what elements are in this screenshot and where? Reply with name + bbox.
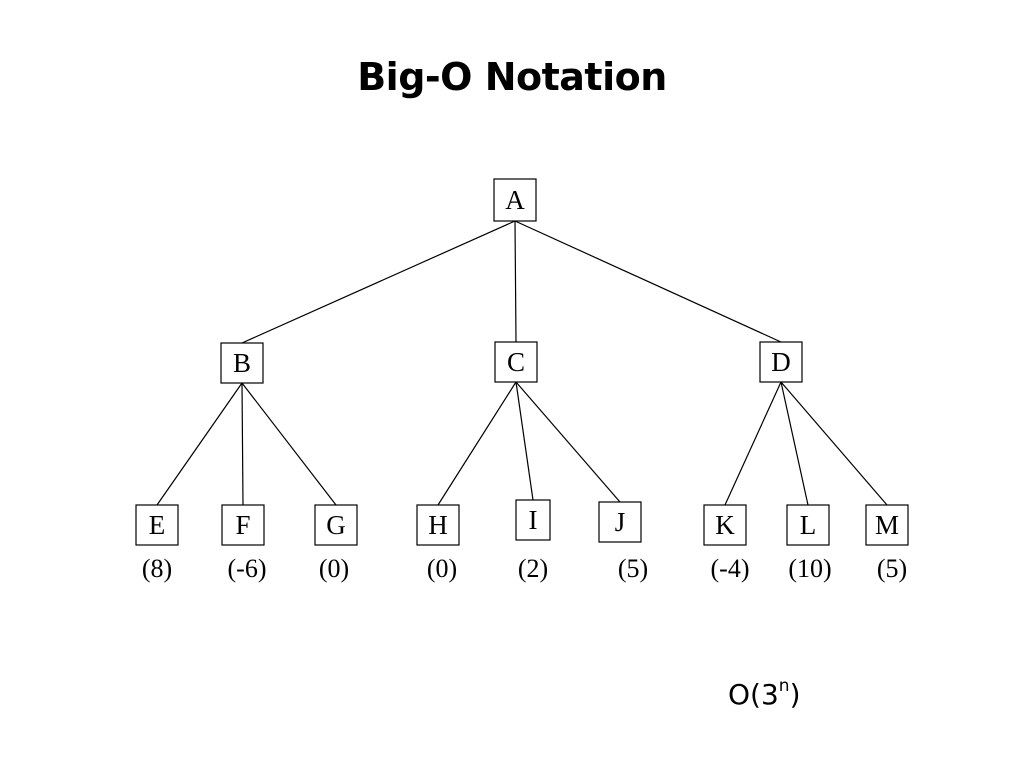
slide-title: Big-O Notation [357,55,667,99]
leaf-value-e: (8) [142,554,172,583]
tree-node-e: E [135,504,179,546]
node-label: C [507,347,525,377]
node-box [703,504,747,546]
edge-d-l [780,381,809,506]
node-label: H [428,510,448,540]
edge-b-e [156,382,243,506]
leaf-value-i: (2) [518,554,548,583]
node-box [221,504,265,546]
tree-node-a: A [493,178,537,222]
leaf-value-f: (-6) [228,554,267,583]
node-label: M [875,510,899,540]
tree-node-l: L [786,504,830,546]
edge-a-d [514,220,782,343]
node-box [865,504,909,546]
node-box [135,504,179,546]
tree-node-j: J [598,501,642,543]
edge-c-j [515,381,621,503]
edge-c-i [515,381,534,501]
edge-a-c [514,220,517,343]
leaf-value-j: (5) [618,554,648,583]
node-box [220,342,264,384]
tree-node-k: K [703,504,747,546]
leaf-values: (8) (-6) (0) (0) (2) (5) (-4) (10) (5) [142,554,907,583]
node-label: L [800,510,817,540]
node-label: J [615,507,626,537]
leaf-value-m: (5) [877,554,907,583]
tree-node-i: I [515,499,551,541]
tree-node-m: M [865,504,909,546]
node-box [786,504,830,546]
node-box [494,341,538,383]
leaf-value-h: (0) [427,554,457,583]
tree-edges [156,220,888,506]
leaf-value-k: (-4) [711,554,750,583]
complexity-base: O(3 [728,678,779,711]
edge-a-b [241,220,516,344]
node-box [598,501,642,543]
node-box [515,499,551,541]
node-box [314,504,358,546]
edge-c-h [437,381,517,506]
tree-node-h: H [416,504,460,546]
node-label: E [149,510,166,540]
edge-d-k [724,381,782,506]
tree-node-b: B [220,342,264,384]
node-label: A [505,185,525,215]
tree-nodes: A B C D E F G H I J K L M [135,178,909,546]
edge-b-f [241,382,244,506]
node-label: D [771,347,791,377]
complexity-label: O(3n) [728,676,801,711]
tree-node-f: F [221,504,265,546]
leaf-value-g: (0) [319,554,349,583]
node-label: G [326,510,346,540]
node-label: K [715,510,735,540]
tree-node-d: D [759,341,803,383]
edge-b-g [241,382,337,506]
node-box [759,341,803,383]
tree-node-g: G [314,504,358,546]
node-box [493,178,537,222]
complexity-exponent: n [778,676,790,696]
tree-node-c: C [494,341,538,383]
node-box [416,504,460,546]
node-label: I [529,505,538,535]
node-label: F [235,510,250,540]
complexity-close: ) [789,678,801,711]
leaf-value-l: (10) [788,554,831,583]
node-label: B [233,348,251,378]
edge-d-m [780,381,888,506]
